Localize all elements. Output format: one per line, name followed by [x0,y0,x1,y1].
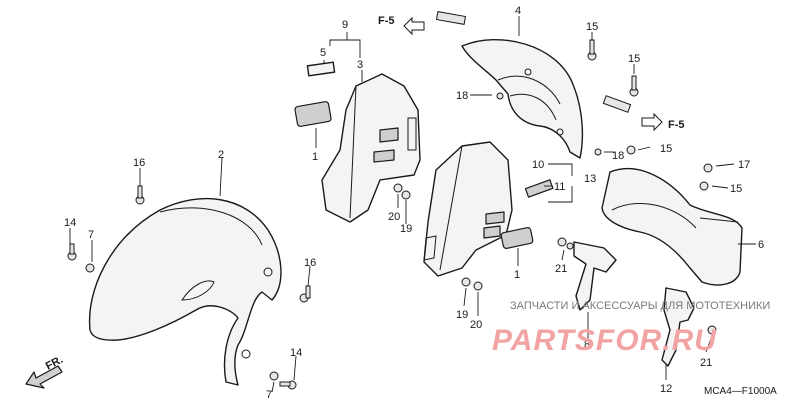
pad-11 [524,179,554,198]
callout-20a: 20 [388,211,400,223]
callout-6: 6 [758,239,764,251]
reference-f5-top: F-5 [378,15,425,36]
pad-1b [500,227,534,249]
bolts [67,11,717,390]
callout-16a: 16 [133,157,145,169]
pad-1a [294,101,332,127]
right-fork-cover [423,141,513,277]
callout-1b: 1 [514,269,520,281]
bracket-8 [573,241,617,311]
callout-10: 10 [532,159,544,171]
pad-5 [306,61,336,77]
left-fork-cover [321,73,421,223]
callout-19a: 19 [400,223,412,235]
callout-15c: 15 [660,143,672,155]
reference-front: FR. [25,354,65,389]
callout-15a: 15 [586,21,598,33]
diagram-code: MCA4—F1000A [704,386,777,397]
callout-18a: 18 [456,90,468,102]
callout-21b: 21 [700,357,712,369]
callout-3: 3 [357,59,363,71]
callout-18b: 18 [612,150,624,162]
callout-14a: 14 [64,217,76,229]
callout-7b: 7 [266,389,272,400]
callout-11: 11 [554,181,565,193]
watermark-caption: ЗАПЧАСТИ И АКСЕССУАРЫ ДЛЯ МОТОТЕХНИКИ [510,300,770,312]
front-fender [88,197,282,386]
callout-13: 13 [584,173,596,185]
reference-f5-right: F-5 [641,112,685,132]
watermark-logo: PARTSFOR.RU [492,324,717,357]
callout-20b: 20 [470,319,482,331]
callout-12: 12 [660,383,672,395]
callout-17: 17 [738,159,750,171]
callout-14b: 14 [290,347,302,359]
callout-4: 4 [515,5,521,17]
watermark: ЗАПЧАСТИ И АКСЕССУАРЫ ДЛЯ МОТОТЕХНИКИ PA… [492,300,770,357]
callout-19b: 19 [456,309,468,321]
callout-16b: 16 [304,257,316,269]
callout-5: 5 [320,47,326,59]
bracket-12 [661,287,695,367]
inner-fender [461,38,584,159]
front-arrow-icon [25,365,63,389]
callout-15b: 15 [628,53,640,65]
splash-guard [601,167,743,286]
ref-front-label: FR. [44,354,65,373]
callout-9: 9 [342,19,348,31]
callouts: 9 5 3 1 4 15 15 18 18 15 10 13 11 17 15 … [64,5,764,400]
ref-f5-top-label: F-5 [378,15,395,27]
callout-21a: 21 [555,263,567,275]
arrow-left-icon [403,16,425,36]
callout-1a: 1 [312,151,318,163]
callout-7a: 7 [88,229,94,241]
callout-8: 8 [584,339,590,351]
callout-2: 2 [218,149,224,161]
ref-f5-right-label: F-5 [668,119,685,131]
leader-lines [69,16,756,393]
callout-15d: 15 [730,183,742,195]
arrow-right-icon [641,112,663,132]
